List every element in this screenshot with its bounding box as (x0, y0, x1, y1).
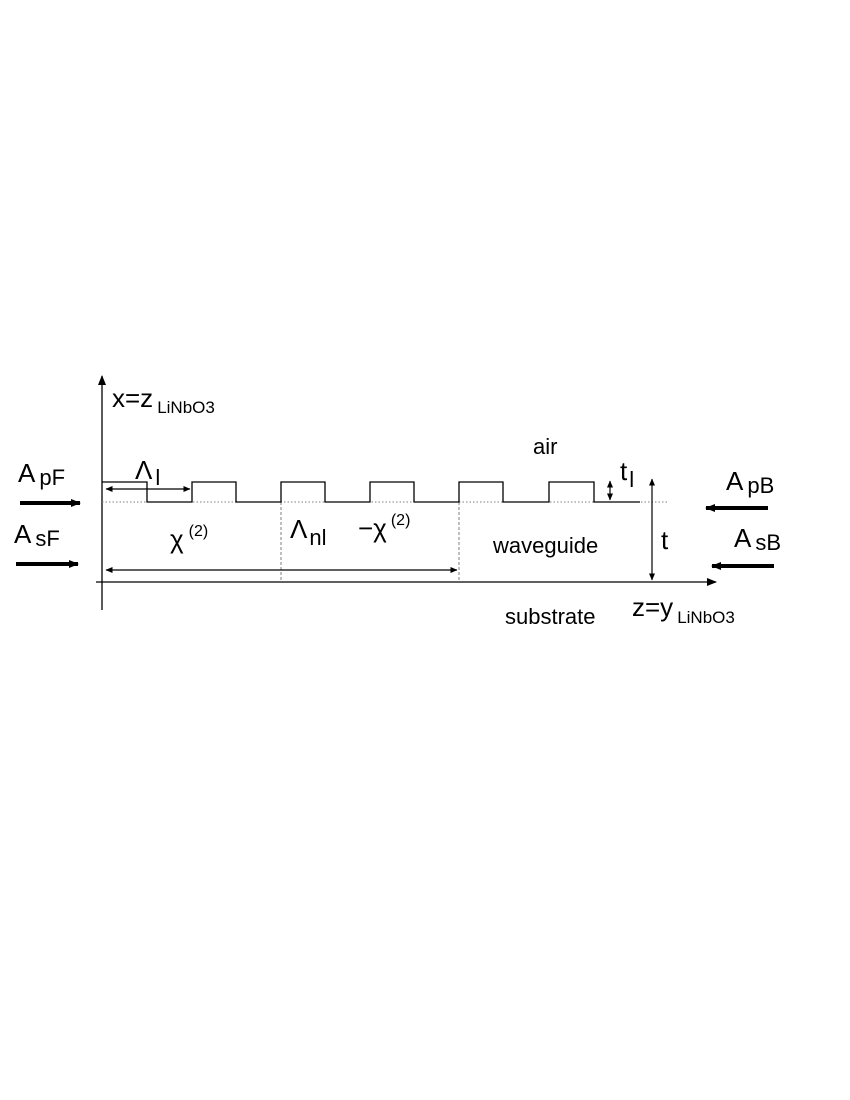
chi-negative-label: −χ(2) (358, 512, 410, 543)
tl-label: tl (620, 456, 634, 492)
lambda-nl-label: Λnl (290, 514, 327, 550)
grating-profile (102, 481, 640, 503)
air-label: air (533, 434, 557, 459)
t-label: t (661, 525, 669, 555)
chi-positive-label: χ(2) (170, 523, 208, 554)
substrate-label: substrate (505, 604, 596, 629)
waveguide-label: waveguide (492, 533, 598, 558)
